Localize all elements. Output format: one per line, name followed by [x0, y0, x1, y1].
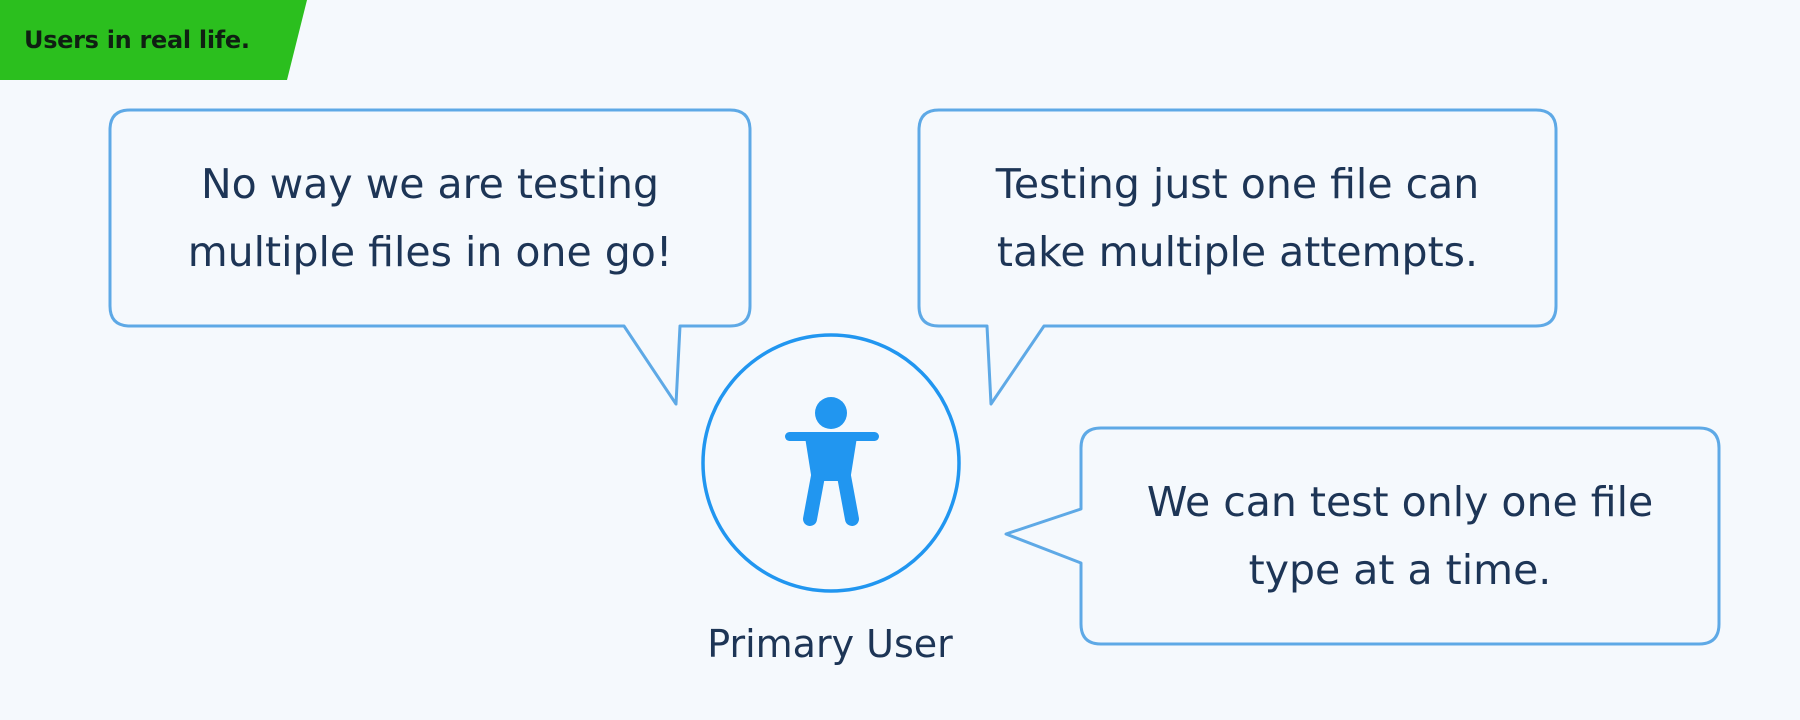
speech-bubble-3-line-2: type at a time.: [1248, 546, 1552, 594]
speech-bubble-2-line-2: take multiple attempts.: [996, 228, 1479, 276]
speech-bubble-2-text: Testing just one file can take multiple …: [921, 112, 1554, 324]
speech-bubble-1-shape: [108, 108, 752, 406]
person-icon: [785, 397, 879, 526]
speech-bubble-1-line-2: multiple files in one go!: [187, 228, 673, 276]
speech-bubble-3-shape: [1004, 426, 1721, 646]
speech-bubble-3-line-1: We can test only one file: [1146, 478, 1654, 526]
header-tag-shape: [0, 0, 307, 80]
speech-bubble-1-line-1: No way we are testing: [200, 160, 659, 208]
speech-bubble-2-shape: [917, 108, 1558, 406]
speech-bubble-2-line-1: Testing just one file can: [995, 160, 1480, 208]
header-tag: Users in real life.: [24, 26, 250, 54]
user-label: Primary User: [707, 622, 953, 666]
user-avatar: [701, 333, 961, 593]
speech-bubble-3-text: We can test only one file type at a time…: [1083, 430, 1717, 642]
speech-bubble-1-text: No way we are testing multiple files in …: [112, 112, 748, 324]
